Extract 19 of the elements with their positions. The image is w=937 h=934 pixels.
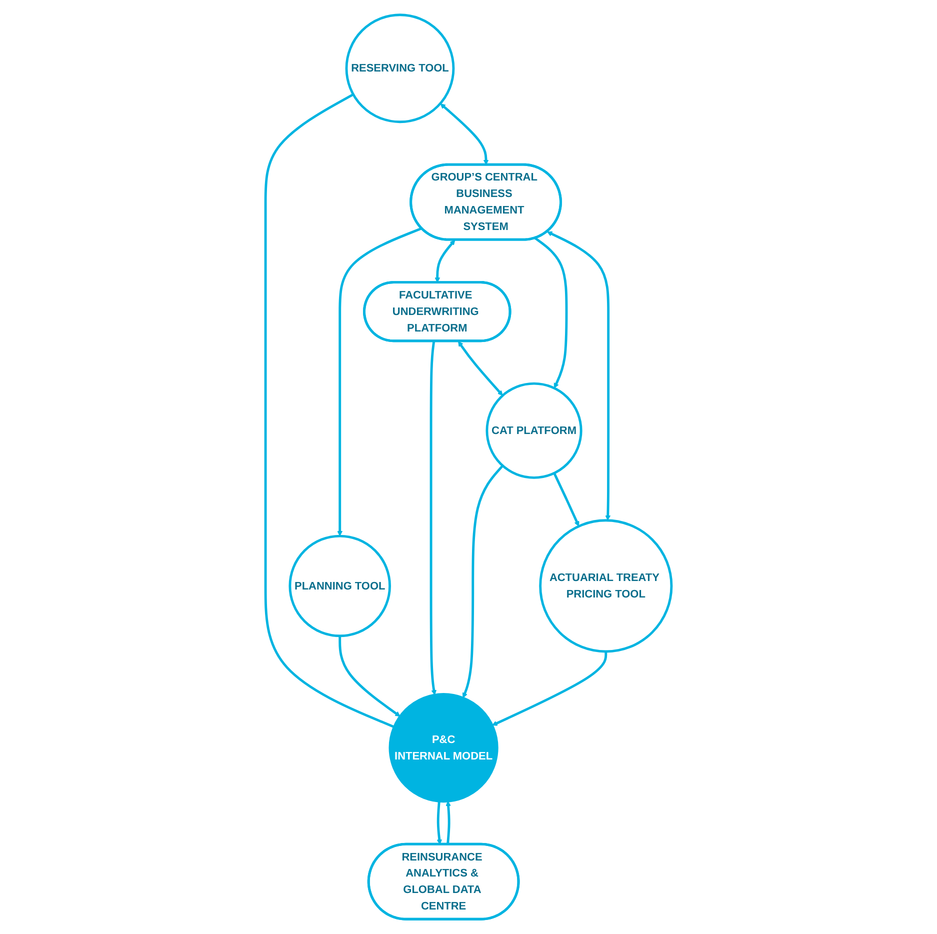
- connector: [264, 93, 395, 728]
- arrow: [492, 652, 608, 726]
- arrow: [430, 341, 437, 696]
- arrow: [462, 464, 504, 698]
- arrow: [337, 227, 422, 536]
- arrow: [434, 240, 456, 283]
- node-circle: CAT PLATFORM: [486, 382, 582, 479]
- node-circle: RESERVING TOOL: [345, 14, 455, 124]
- arrow: [534, 237, 568, 388]
- arrow: [446, 800, 451, 844]
- arrow: [553, 472, 580, 526]
- arrow: [436, 801, 442, 845]
- node-circle: ACTUARIAL TREATY PRICING TOOL: [539, 519, 673, 653]
- arrow: [458, 341, 503, 396]
- arrow: [546, 231, 611, 521]
- arrow: [440, 103, 489, 166]
- node-circle: PLANNING TOOL: [288, 534, 391, 638]
- arrow: [338, 636, 400, 717]
- node-circle: P&C INTERNAL MODEL: [388, 693, 498, 803]
